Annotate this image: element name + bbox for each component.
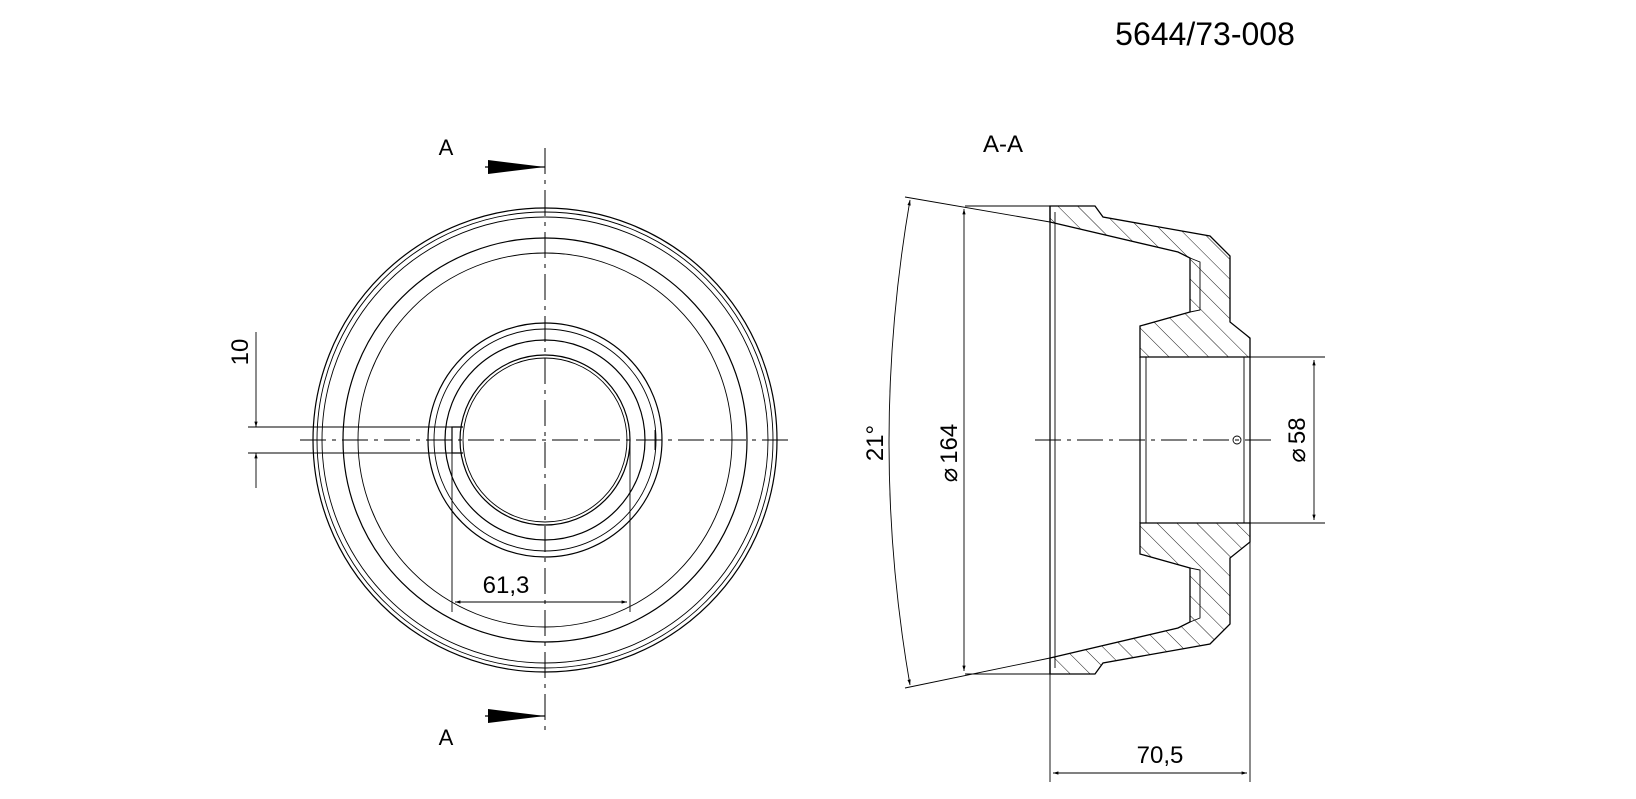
dim-cone-angle: 21° [862,425,889,461]
section-arrow-bottom [488,709,545,723]
section-view-label: A-A [983,131,1023,158]
section-view: A-A ⌀164 21° ⌀58 [862,131,1325,782]
dim-keyway-width: 10 [227,339,254,366]
section-bottom-profile [1049,522,1251,675]
section-marker-bottom: A [439,725,454,750]
center-hole-mark [1232,435,1242,445]
dim-21-ext-bottom [904,657,1051,689]
dim-bore-diameter: ⌀58 [1284,417,1311,462]
section-arrow-top [488,160,545,174]
dim-21-arc [888,199,911,686]
dim-21-ext-top [904,196,1051,223]
pocket-top [1189,257,1201,313]
dim-keyway-depth: 61,3 [483,572,530,599]
pocket-bottom [1189,567,1201,623]
section-top-profile [1049,205,1251,358]
section-marker-top: A [439,135,454,160]
dim-overall-length: 70,5 [1137,742,1184,769]
drawing-number: 5644/73-008 [1115,16,1295,52]
front-view: A A 10 61,3 [227,135,790,750]
dim-outer-diameter: ⌀164 [936,424,963,483]
